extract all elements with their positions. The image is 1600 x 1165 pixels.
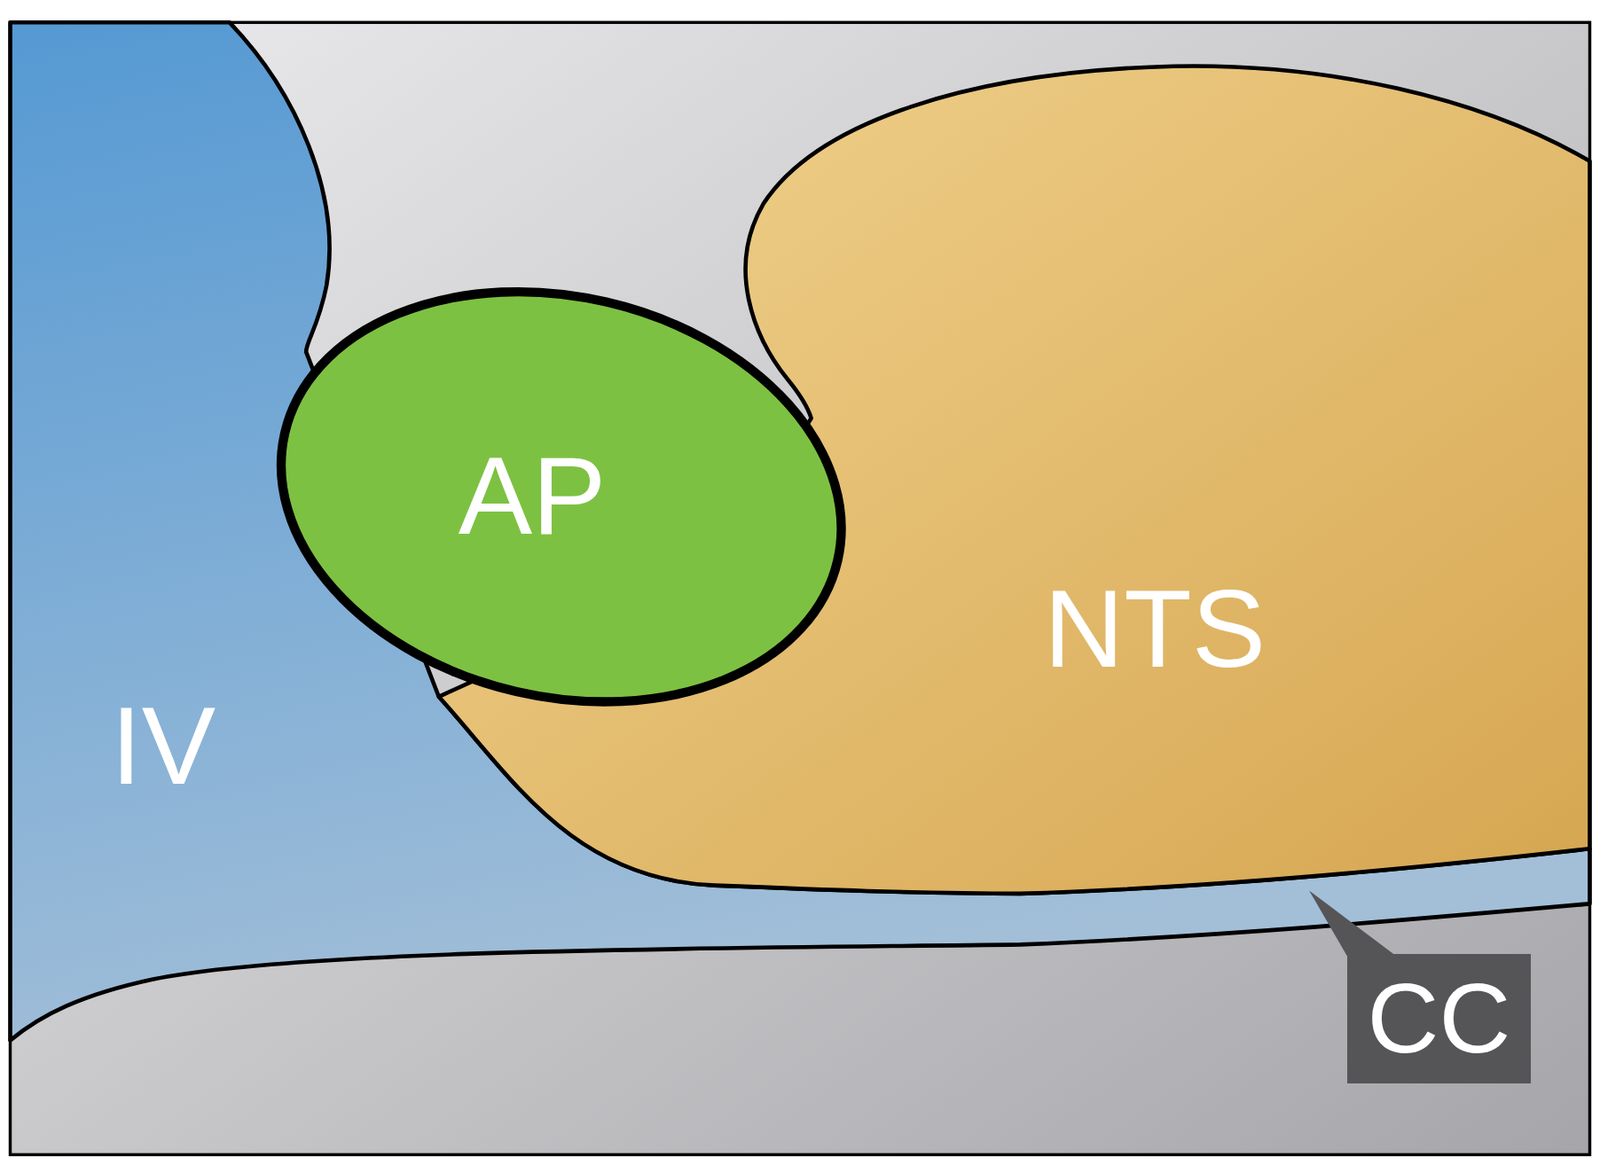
area-postrema-label: AP bbox=[453, 434, 612, 557]
fourth-ventricle-region bbox=[10, 22, 1591, 1041]
frame bbox=[10, 22, 1591, 1155]
region-name: NTS bbox=[1043, 572, 1266, 684]
region-name: IV bbox=[110, 690, 216, 801]
callout-box: CC bbox=[1347, 954, 1531, 1084]
tissue-ground bbox=[10, 22, 1591, 1155]
ventricle-label: IV bbox=[105, 684, 221, 807]
callout-pointer bbox=[1309, 890, 1397, 957]
area-postrema bbox=[239, 238, 883, 756]
region-name: CC bbox=[1367, 969, 1512, 1069]
region-name: AP bbox=[458, 439, 607, 551]
nts-label: NTS bbox=[1038, 567, 1271, 690]
